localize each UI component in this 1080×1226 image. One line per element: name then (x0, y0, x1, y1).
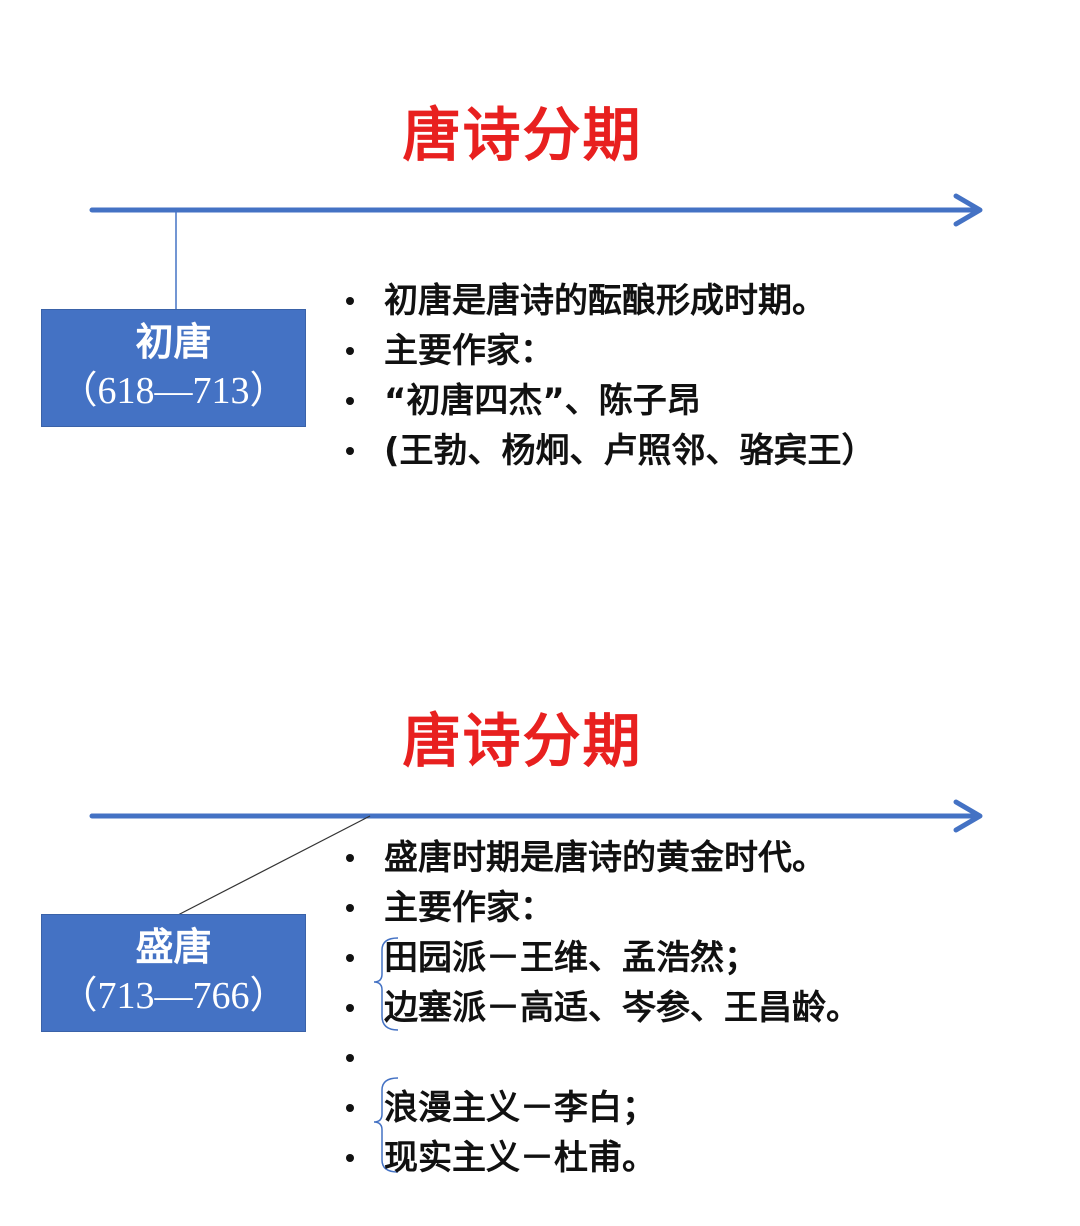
timeline-arrowhead (953, 799, 983, 833)
period-name: 初唐 (135, 320, 212, 364)
bullet-text: “初唐四杰”、陈子昂 (384, 381, 701, 421)
bullet-item: “初唐四杰”、陈子昂 (340, 376, 876, 426)
bullet-dot (346, 904, 354, 912)
bullet-item (340, 1033, 860, 1083)
slide-high-tang: 唐诗分期 盛唐 （713—766） 盛唐时期是唐诗的黄金时代。 主要作家： 田园… (0, 606, 1080, 1206)
bullet-item: 主要作家： (340, 883, 860, 933)
period-name: 盛唐 (135, 925, 212, 969)
bullet-dot (346, 297, 354, 305)
bullet-item: 田园派－王维、孟浩然； (340, 933, 860, 983)
slide-title: 唐诗分期 (402, 101, 643, 169)
bullet-list: 盛唐时期是唐诗的黄金时代。 主要作家： 田园派－王维、孟浩然； 边塞派－高适、岑… (340, 833, 860, 1183)
bullet-dot (346, 1154, 354, 1162)
slide-title: 唐诗分期 (402, 707, 643, 775)
bullet-text: 盛唐时期是唐诗的黄金时代。 (384, 838, 826, 878)
bullet-item: 初唐是唐诗的酝酿形成时期。 (340, 276, 876, 326)
bullet-item: 主要作家： (340, 326, 876, 376)
bullet-item: 边塞派－高适、岑参、王昌龄。 (340, 983, 860, 1033)
slide-early-tang: 唐诗分期 初唐 （618—713） 初唐是唐诗的酝酿形成时期。 主要作家： “初… (0, 0, 1080, 600)
period-years: （618—713） (59, 370, 288, 412)
bullet-text: 田园派－王维、孟浩然； (384, 938, 758, 978)
bullet-text: 现实主义－杜甫。 (384, 1138, 656, 1178)
bullet-dot (346, 397, 354, 405)
bullet-text: 主要作家： (384, 888, 554, 928)
connector-line (175, 815, 371, 917)
bullet-dot (346, 1054, 354, 1062)
bullet-text: (王勃、杨炯、卢照邻、骆宾王） (384, 431, 876, 471)
bullet-dot (346, 347, 354, 355)
bullet-list: 初唐是唐诗的酝酿形成时期。 主要作家： “初唐四杰”、陈子昂 (王勃、杨炯、卢照… (340, 276, 876, 476)
bullet-text: 浪漫主义－李白； (384, 1088, 656, 1128)
bullet-dot (346, 954, 354, 962)
bullet-item: 现实主义－杜甫。 (340, 1133, 860, 1183)
bullet-item: 盛唐时期是唐诗的黄金时代。 (340, 833, 860, 883)
period-box: 盛唐 （713—766） (41, 914, 306, 1032)
bullet-dot (346, 447, 354, 455)
period-years: （713—766） (59, 975, 288, 1017)
bullet-dot (346, 1004, 354, 1012)
brace-bracket-isms (373, 1077, 399, 1173)
period-box: 初唐 （618—713） (41, 309, 306, 427)
bullet-item: (王勃、杨炯、卢照邻、骆宾王） (340, 426, 876, 476)
bullet-text: 初唐是唐诗的酝酿形成时期。 (384, 281, 826, 321)
bullet-text: 主要作家： (384, 331, 554, 371)
bullet-text: 边塞派－高适、岑参、王昌龄。 (384, 988, 860, 1028)
bullet-dot (346, 1104, 354, 1112)
brace-bracket-schools (373, 937, 399, 1031)
timeline-graphics (89, 799, 983, 1173)
timeline-graphics (89, 193, 983, 310)
bullet-dot (346, 854, 354, 862)
bullet-item: 浪漫主义－李白； (340, 1083, 860, 1133)
timeline-arrowhead (953, 193, 983, 227)
